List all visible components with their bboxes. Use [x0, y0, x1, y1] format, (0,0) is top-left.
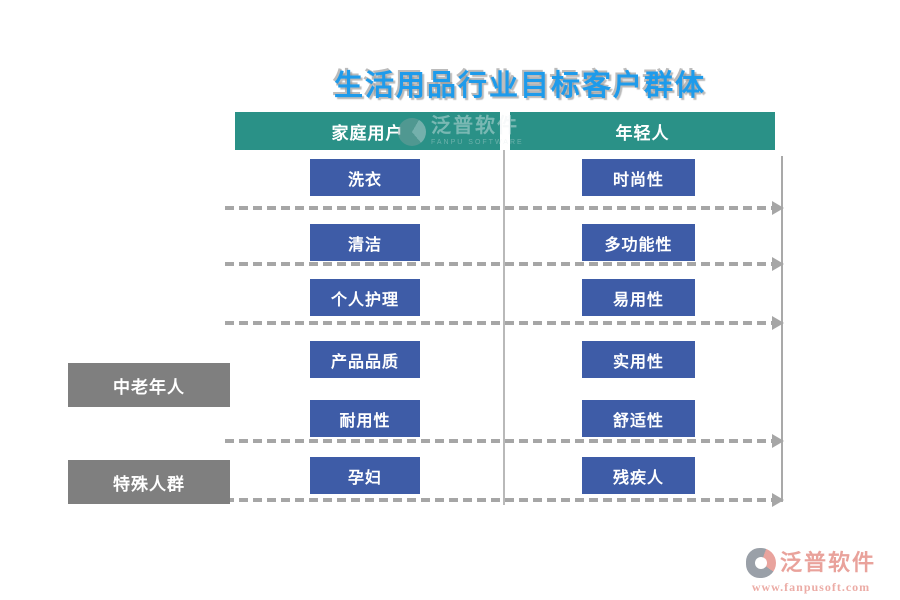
dashed-arrow-line: [225, 439, 772, 443]
center-divider-line: [503, 150, 505, 505]
column-header-young: 年轻人: [510, 112, 775, 150]
footer-logo-icon: [745, 548, 776, 578]
page-title: 生活用品行业目标客户群体: [333, 70, 706, 102]
dashed-arrow-line: [225, 262, 772, 266]
column-header-family: 家庭用户: [235, 112, 500, 150]
feature-box: 耐用性: [310, 400, 420, 437]
feature-box: 实用性: [582, 341, 695, 378]
dashed-arrow-line: [225, 206, 772, 210]
footer-brand-row: 泛普软件: [745, 548, 876, 578]
footer-brand-text: 泛普软件: [779, 550, 876, 575]
feature-box: 时尚性: [582, 159, 695, 196]
feature-box: 清洁: [310, 224, 420, 261]
side-label-middle-aged-elderly: 中老年人: [68, 363, 230, 407]
footer-brand: 泛普软件 www.fanpusoft.com: [736, 548, 886, 593]
feature-box: 孕妇: [310, 457, 420, 494]
feature-box: 洗衣: [310, 159, 420, 196]
feature-box: 多功能性: [582, 224, 695, 261]
footer-url: www.fanpusoft.com: [751, 580, 871, 594]
dashed-arrow-line: [225, 498, 772, 502]
feature-box: 残疾人: [582, 457, 695, 494]
dashed-arrow-line: [225, 321, 772, 325]
feature-box: 易用性: [582, 279, 695, 316]
side-label-special-groups: 特殊人群: [68, 460, 230, 504]
feature-box: 个人护理: [310, 279, 420, 316]
feature-box: 舒适性: [582, 400, 695, 437]
feature-box: 产品品质: [310, 341, 420, 378]
